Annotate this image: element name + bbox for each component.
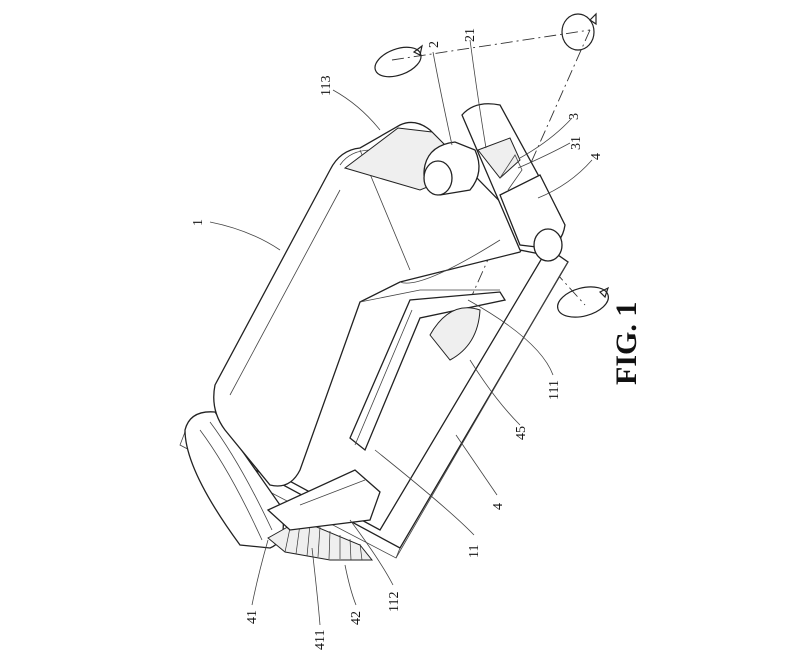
ref-label-45: 45 xyxy=(514,426,529,440)
ref-label-113: 113 xyxy=(319,76,334,96)
ref-label-31: 31 xyxy=(569,136,584,150)
ref-label-111: 111 xyxy=(547,380,562,400)
ref-label-411: 411 xyxy=(313,630,328,650)
ref-label-1: 1 xyxy=(191,219,206,226)
hinge-assembly xyxy=(423,103,566,262)
rotation-arrow-bottom-icon xyxy=(557,286,610,318)
ref-label-42: 42 xyxy=(349,611,364,625)
frame-window-45 xyxy=(429,307,481,361)
rotation-arrow-right-icon xyxy=(561,12,597,51)
rotation-arrow-left-icon xyxy=(374,44,423,78)
ref-label-3: 3 xyxy=(567,113,582,120)
side-frame xyxy=(349,291,507,452)
ref-label-21: 21 xyxy=(463,28,478,42)
leader-lines xyxy=(209,39,593,626)
figure-caption: FIG. 1 xyxy=(610,302,643,385)
ref-label-4-lower: 4 xyxy=(491,503,506,510)
ref-label-41: 41 xyxy=(245,610,260,624)
ref-label-112: 112 xyxy=(387,592,402,612)
ref-label-2: 2 xyxy=(427,41,442,48)
pad-hatching xyxy=(284,523,363,561)
ref-label-11: 11 xyxy=(467,545,482,558)
rotation-axis-upper xyxy=(391,29,591,61)
ref-label-4-upper: 4 xyxy=(589,153,604,160)
